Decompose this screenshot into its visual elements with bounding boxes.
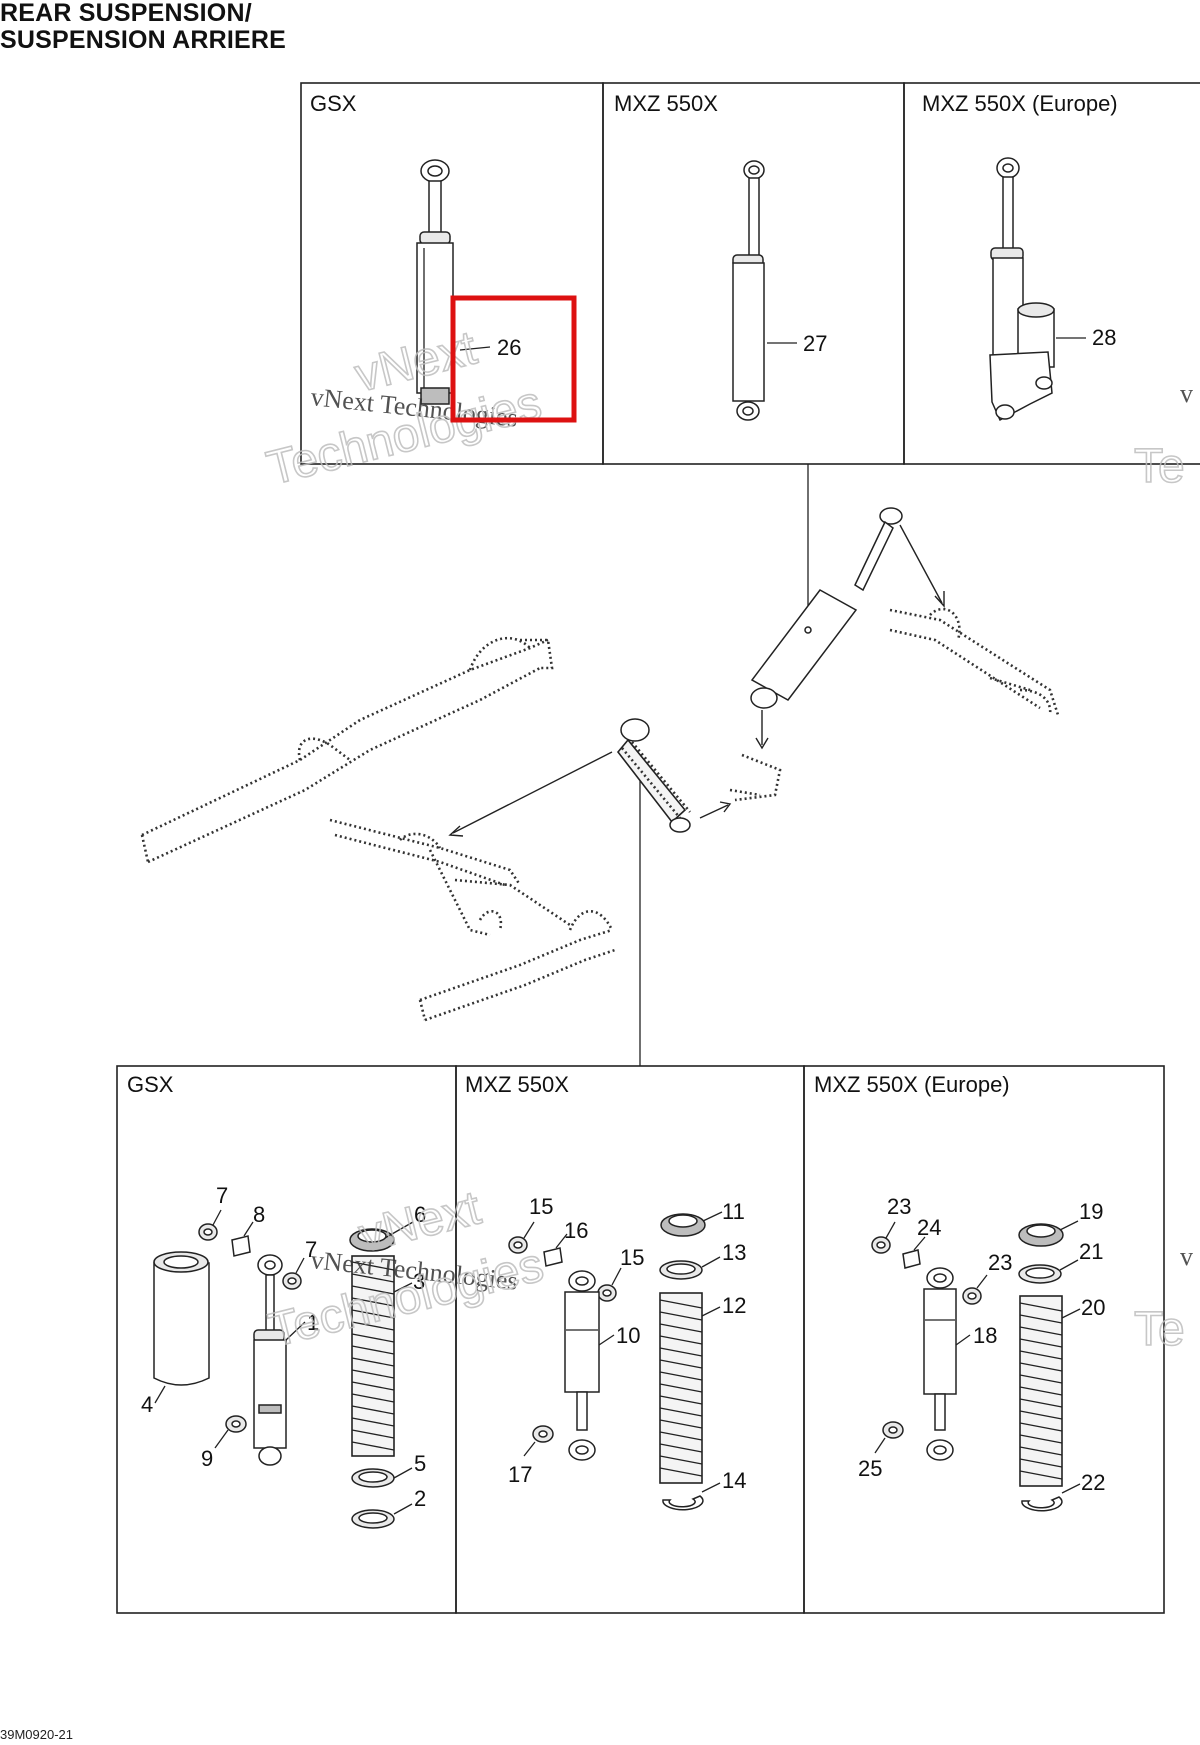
part-2-ring[interactable] bbox=[351, 1509, 395, 1529]
callout-23-a: 23 bbox=[887, 1194, 911, 1219]
callout-5: 5 bbox=[414, 1451, 426, 1476]
callout-leader-26 bbox=[459, 346, 491, 351]
shock-absorber-27[interactable] bbox=[732, 160, 765, 421]
part-18-shock[interactable] bbox=[923, 1267, 957, 1461]
watermark-edge-v-top: v bbox=[1180, 379, 1193, 408]
part-25-bushing[interactable] bbox=[882, 1421, 904, 1439]
part-21-ring[interactable] bbox=[1018, 1264, 1062, 1284]
part-22-clip[interactable] bbox=[1021, 1496, 1063, 1512]
callout-27: 27 bbox=[803, 331, 827, 356]
part-20-spring[interactable] bbox=[1019, 1295, 1063, 1487]
callout-19: 19 bbox=[1079, 1199, 1103, 1224]
part-12-spring[interactable] bbox=[659, 1292, 703, 1484]
part-7-bushing-b[interactable] bbox=[282, 1272, 302, 1290]
part-15-bushing-b[interactable] bbox=[597, 1284, 617, 1302]
callout-16: 16 bbox=[564, 1218, 588, 1243]
callout-7-b: 7 bbox=[305, 1237, 317, 1262]
part-7-bushing-a[interactable] bbox=[198, 1223, 218, 1241]
callout-9: 9 bbox=[201, 1446, 213, 1471]
callout-4: 4 bbox=[141, 1392, 153, 1417]
part-15-bushing-a[interactable] bbox=[508, 1236, 528, 1254]
part-19-retainer[interactable] bbox=[1018, 1223, 1064, 1247]
watermark-edge-te-bottom: Te bbox=[1134, 1303, 1185, 1356]
part-17-bushing[interactable] bbox=[532, 1425, 554, 1443]
watermark-outline-vnext-top: vNext bbox=[350, 322, 482, 403]
cross-shaft bbox=[889, 607, 1060, 716]
callout-13: 13 bbox=[722, 1240, 746, 1265]
gsx-bottom-parts: 7 8 7 1 4 9 6 3 5 2 bbox=[141, 1183, 426, 1529]
callout-26: 26 bbox=[497, 335, 521, 360]
callout-6: 6 bbox=[414, 1202, 426, 1227]
center-assembly bbox=[140, 464, 1060, 1066]
swing-arm bbox=[329, 818, 571, 937]
callout-15-b: 15 bbox=[620, 1245, 644, 1270]
part-14-clip[interactable] bbox=[662, 1495, 704, 1511]
highlight-box-part-26[interactable] bbox=[450, 295, 577, 423]
part-16-sleeve[interactable] bbox=[543, 1247, 563, 1267]
watermark-edge-te-top: Te bbox=[1134, 440, 1185, 493]
part-23-bushing-b[interactable] bbox=[962, 1287, 982, 1305]
bottom-panel-group: GSX MXZ 550X MXZ 550X (Europe) bbox=[116, 1065, 1165, 1614]
callout-11: 11 bbox=[722, 1199, 745, 1224]
bottom-panel-mxz550x-label: MXZ 550X bbox=[465, 1072, 569, 1097]
mxz550x-bottom-parts: 15 16 15 10 17 11 13 12 14 bbox=[508, 1194, 746, 1511]
assembly-arrows bbox=[448, 524, 945, 837]
top-panel-group: GSX MXZ 550X MXZ 550X (Europe) bbox=[300, 82, 1200, 465]
callout-17: 17 bbox=[508, 1462, 532, 1487]
callout-14: 14 bbox=[722, 1468, 746, 1493]
bottom-panel-mxz550x-europe-frame bbox=[803, 1065, 1165, 1614]
callout-23-b: 23 bbox=[988, 1250, 1012, 1275]
watermark-outline-vnext-bottom: vNext bbox=[354, 1182, 486, 1263]
part-10-shock[interactable] bbox=[564, 1270, 600, 1461]
part-13-ring[interactable] bbox=[659, 1260, 703, 1280]
top-panel-gsx-label: GSX bbox=[310, 91, 357, 116]
part-8-sleeve[interactable] bbox=[231, 1235, 251, 1257]
callout-20: 20 bbox=[1081, 1295, 1105, 1320]
callout-10: 10 bbox=[616, 1323, 640, 1348]
callout-18: 18 bbox=[973, 1323, 997, 1348]
callout-24: 24 bbox=[917, 1215, 941, 1240]
part-4-boot[interactable] bbox=[153, 1251, 210, 1386]
part-11-retainer[interactable] bbox=[660, 1213, 706, 1237]
part-5-ring[interactable] bbox=[351, 1468, 395, 1488]
callout-25: 25 bbox=[858, 1456, 882, 1481]
center-front-spring-shock[interactable] bbox=[616, 718, 692, 833]
callout-21: 21 bbox=[1079, 1239, 1103, 1264]
callout-12: 12 bbox=[722, 1293, 746, 1318]
center-rear-shock[interactable] bbox=[750, 507, 903, 709]
callout-7-a: 7 bbox=[216, 1183, 228, 1208]
rail-left-upper bbox=[140, 636, 554, 864]
rail-left-lower bbox=[418, 910, 616, 1022]
bottom-panel-mxz550x-europe-label: MXZ 550X (Europe) bbox=[814, 1072, 1010, 1097]
part-1-shock[interactable] bbox=[253, 1254, 287, 1466]
mxz550x-europe-bottom-parts: 23 24 23 18 25 19 21 20 22 bbox=[858, 1194, 1105, 1512]
drawing-code: 39M0920-21 bbox=[0, 1727, 73, 1742]
watermark-edge-v-bottom: v bbox=[1180, 1242, 1193, 1271]
shock-absorber-28[interactable] bbox=[989, 157, 1055, 422]
part-3-spring[interactable] bbox=[351, 1255, 395, 1457]
top-panel-mxz550x-europe-label: MXZ 550X (Europe) bbox=[922, 91, 1118, 116]
bottom-panel-gsx-label: GSX bbox=[127, 1072, 174, 1097]
title-line-english: REAR SUSPENSION/ bbox=[0, 0, 252, 27]
callout-2: 2 bbox=[414, 1486, 426, 1511]
page-title: REAR SUSPENSION/ SUSPENSION ARRIERE bbox=[0, 0, 286, 54]
part-6-retainer[interactable] bbox=[349, 1228, 395, 1252]
callout-28: 28 bbox=[1092, 325, 1116, 350]
title-line-french: SUSPENSION ARRIERE bbox=[0, 26, 287, 54]
callout-3: 3 bbox=[413, 1269, 425, 1294]
suspension-link bbox=[729, 753, 782, 802]
part-24-sleeve[interactable] bbox=[902, 1249, 921, 1269]
part-9-bushing[interactable] bbox=[225, 1415, 247, 1433]
shock-absorber-26[interactable] bbox=[416, 159, 454, 405]
callout-8: 8 bbox=[253, 1202, 265, 1227]
callout-1: 1 bbox=[307, 1310, 319, 1335]
top-panel-mxz550x-label: MXZ 550X bbox=[614, 91, 718, 116]
top-panel-mxz550x-europe-frame bbox=[903, 82, 1200, 465]
callout-22: 22 bbox=[1081, 1470, 1105, 1495]
part-23-bushing-a[interactable] bbox=[871, 1236, 891, 1254]
callout-15-a: 15 bbox=[529, 1194, 553, 1219]
